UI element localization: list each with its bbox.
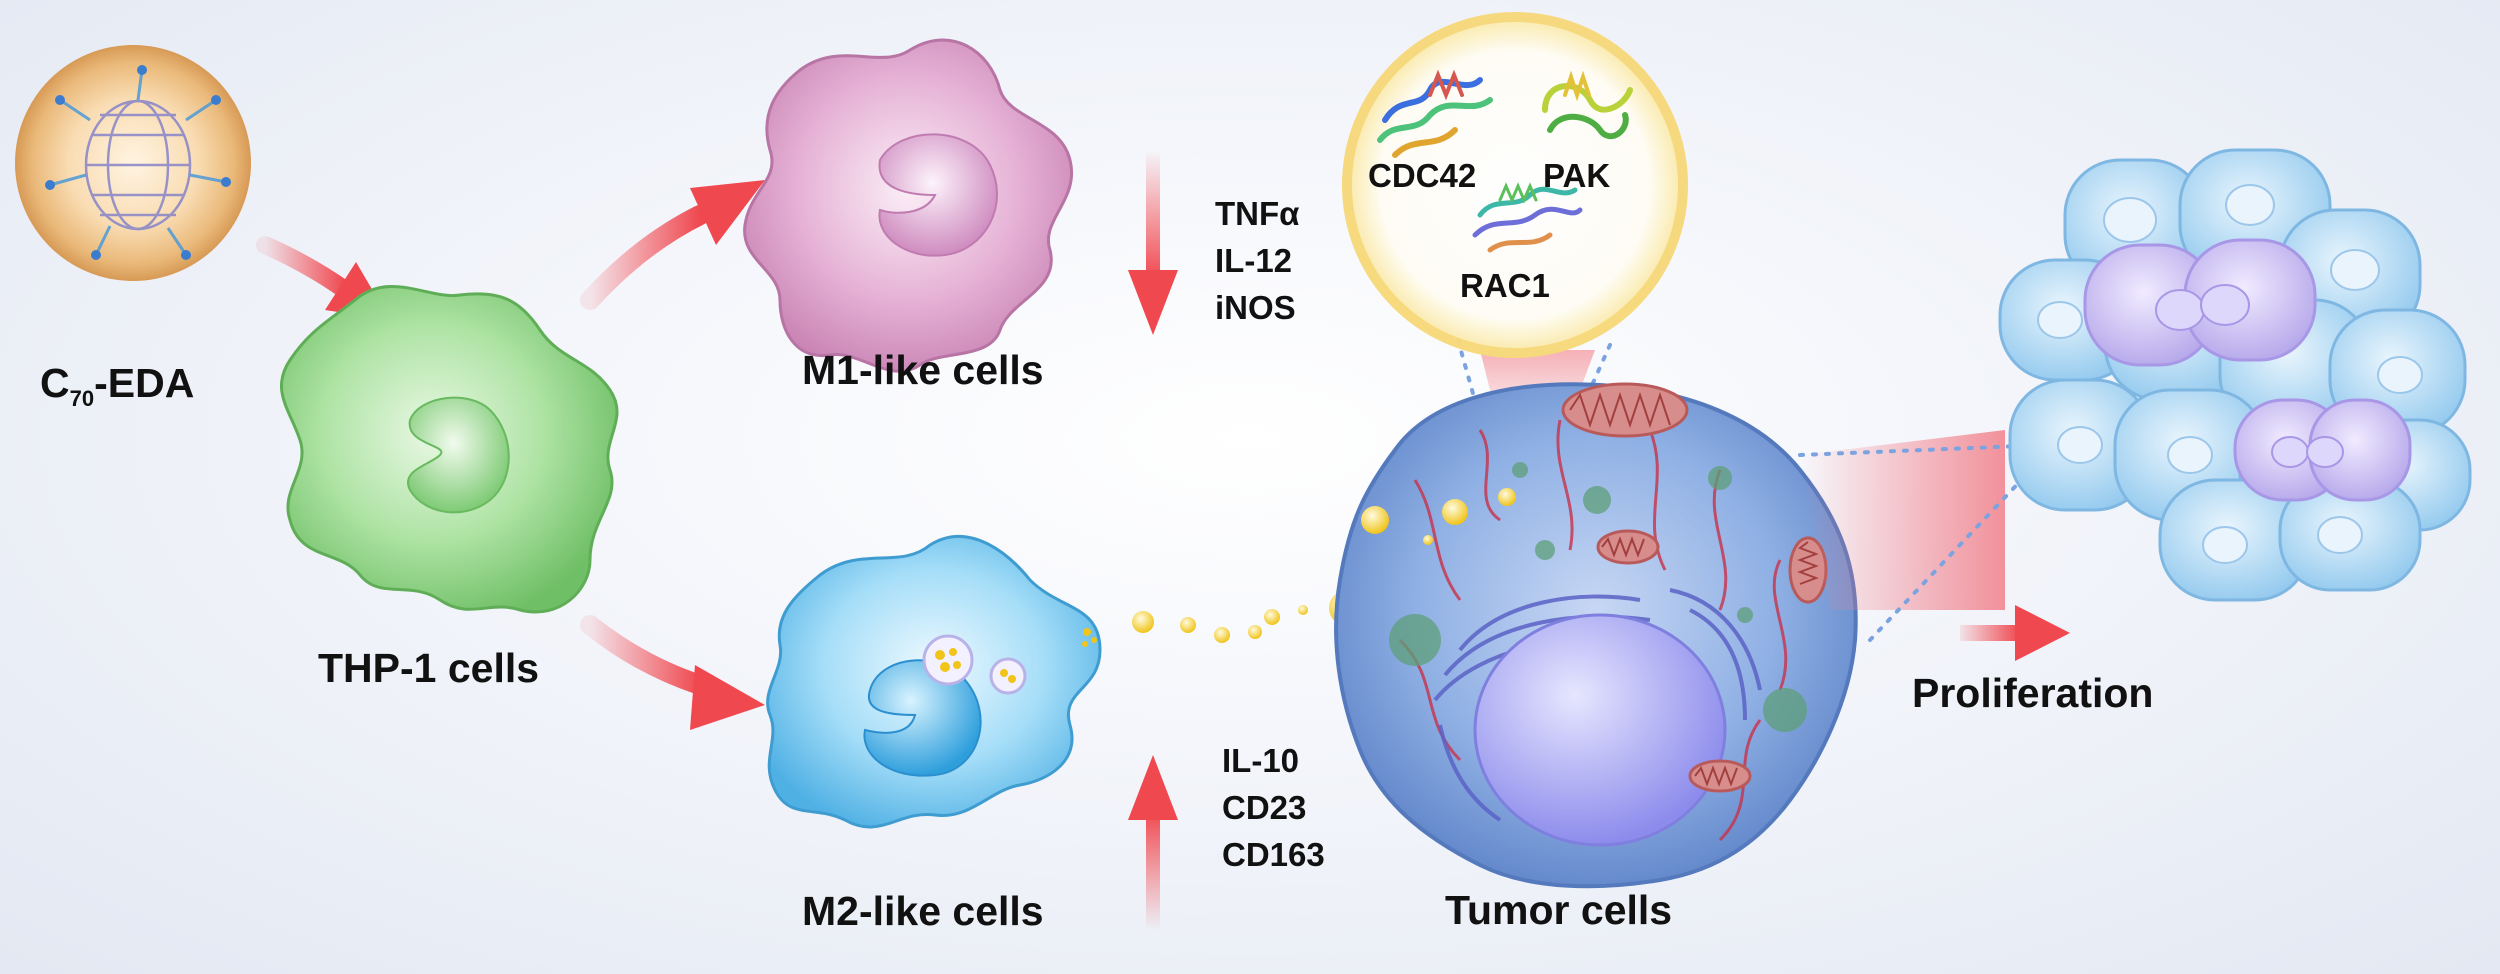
m1-marker-il12: IL-12 bbox=[1215, 242, 1293, 279]
arrow-thp1-to-m2 bbox=[580, 615, 765, 730]
m1-label: M1-like cells bbox=[802, 347, 1044, 393]
arrow-proliferation bbox=[1960, 605, 2070, 661]
zoom-cone-cluster bbox=[1800, 430, 2005, 610]
nanoparticle-label-sub: 70 bbox=[69, 386, 95, 412]
tumor-cell-cluster bbox=[1998, 148, 2472, 602]
arrow-thp1-to-m1 bbox=[580, 180, 765, 310]
protein-label-rac1: RAC1 bbox=[1460, 267, 1550, 304]
protein-zoom-bubble bbox=[1342, 12, 1688, 358]
mitochondria bbox=[1561, 382, 1828, 793]
pak-structure bbox=[1542, 70, 1633, 140]
thp1-nucleus bbox=[407, 396, 510, 514]
exosome-trail bbox=[1132, 590, 1365, 643]
m1-marker-tnfa: TNFα bbox=[1215, 195, 1300, 232]
rac1-structure bbox=[1472, 182, 1583, 253]
m2-label: M2-like cells bbox=[802, 888, 1044, 934]
thp1-label: THP-1 cells bbox=[318, 645, 540, 691]
m1-marker-inos: iNOS bbox=[1215, 289, 1296, 326]
m1-markers: TNFα IL-12 iNOS bbox=[1215, 190, 1299, 331]
tumor-nucleus bbox=[1473, 613, 1727, 847]
m2-marker-il10: IL-10 bbox=[1222, 742, 1300, 779]
tumor-label: Tumor cells bbox=[1445, 887, 1673, 933]
arrow-m1-down bbox=[1128, 150, 1178, 335]
proliferation-label: Proliferation bbox=[1912, 670, 2154, 716]
protein-label-pak: PAK bbox=[1543, 157, 1611, 194]
m2-marker-cd23: CD23 bbox=[1222, 789, 1307, 826]
nanoparticle-label: C70-EDA bbox=[40, 360, 194, 412]
granules bbox=[1389, 462, 1807, 732]
cdc42-structure bbox=[1377, 69, 1493, 158]
m2-vesicles bbox=[922, 628, 1097, 695]
m2-cell bbox=[766, 534, 1102, 829]
c70-eda-nanoparticle bbox=[15, 45, 251, 281]
protein-label-cdc42: CDC42 bbox=[1368, 157, 1477, 194]
tumor-cell bbox=[1334, 382, 1858, 889]
m1-nucleus bbox=[878, 133, 999, 257]
m2-marker-cd163: CD163 bbox=[1222, 836, 1325, 873]
nanoparticle-label-suffix: -EDA bbox=[94, 360, 195, 406]
nanoparticle-label-main: C bbox=[40, 360, 70, 406]
m1-cell bbox=[743, 38, 1074, 373]
m2-markers: IL-10 CD23 CD163 bbox=[1222, 737, 1325, 878]
arrow-m2-up bbox=[1128, 755, 1178, 930]
thp1-cell bbox=[279, 284, 619, 614]
